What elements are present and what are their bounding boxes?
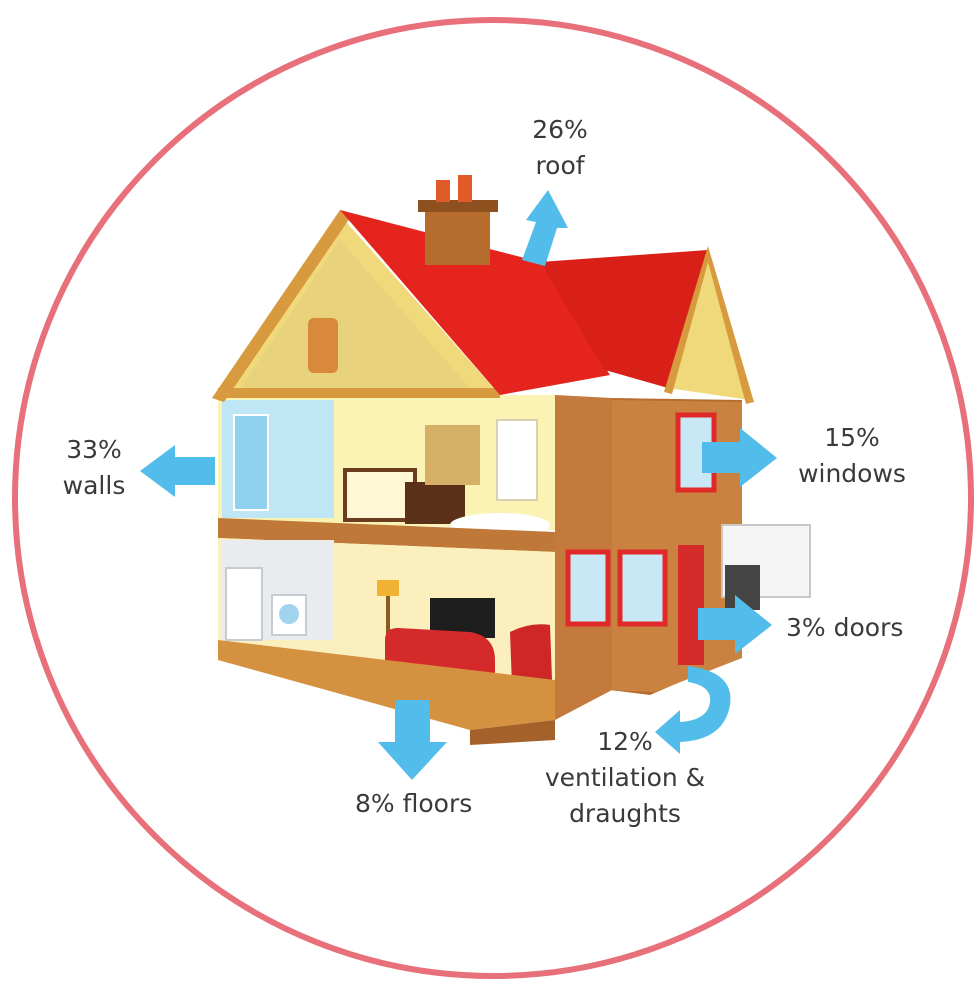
label-roof: 26% roof bbox=[520, 112, 600, 184]
label-ventilation-line2: draughts bbox=[569, 799, 681, 828]
label-windows-pct: 15% bbox=[824, 423, 880, 452]
label-ventilation-line1: ventilation & bbox=[544, 763, 706, 792]
label-walls: 33% walls bbox=[44, 432, 144, 504]
foundation bbox=[470, 720, 555, 745]
armchair bbox=[510, 624, 552, 686]
floor-trim bbox=[218, 388, 500, 398]
chimney-pot-left bbox=[436, 180, 450, 202]
label-roof-name: roof bbox=[535, 151, 585, 180]
label-floors: 8% floors bbox=[355, 786, 472, 822]
arrow-ventilation bbox=[655, 666, 731, 754]
roof-right bbox=[540, 250, 708, 388]
attic-cutaway bbox=[240, 240, 470, 388]
ring bbox=[12, 17, 974, 979]
fridge bbox=[225, 567, 263, 641]
bay-gable-trim bbox=[664, 246, 754, 404]
label-walls-name: walls bbox=[62, 471, 126, 500]
label-doors: 3% doors bbox=[786, 610, 903, 646]
label-roof-pct: 26% bbox=[532, 115, 588, 144]
label-ventilation: 12% ventilation & draughts bbox=[520, 724, 730, 832]
chimney-pot-right bbox=[458, 175, 472, 202]
arrow-doors bbox=[698, 595, 772, 654]
shower bbox=[233, 414, 269, 511]
roof-main bbox=[340, 210, 610, 395]
bedroom-door bbox=[496, 419, 538, 501]
label-windows: 15% windows bbox=[782, 420, 922, 492]
window-lower-left bbox=[565, 549, 611, 627]
arrow-walls bbox=[140, 445, 215, 497]
arrow-floors bbox=[378, 700, 447, 780]
floor-slab bbox=[218, 518, 555, 552]
front-door bbox=[678, 545, 704, 665]
window-lower-right bbox=[617, 549, 668, 627]
chimney bbox=[425, 205, 490, 265]
label-ventilation-pct: 12% bbox=[597, 727, 653, 756]
washer-drum bbox=[279, 604, 299, 624]
bed bbox=[343, 468, 417, 522]
water-tank bbox=[308, 318, 338, 373]
label-walls-pct: 33% bbox=[66, 435, 122, 464]
chimney-cap bbox=[418, 200, 498, 212]
label-doors-text: 3% doors bbox=[786, 613, 904, 642]
ground-floor bbox=[218, 640, 555, 730]
label-windows-name: windows bbox=[798, 459, 906, 488]
lamp bbox=[377, 580, 399, 596]
label-floors-text: 8% floors bbox=[355, 789, 473, 818]
arrow-roof bbox=[522, 190, 568, 266]
lamp-stand bbox=[386, 596, 390, 636]
arrow-windows bbox=[702, 428, 777, 487]
eave bbox=[212, 210, 352, 402]
wardrobe bbox=[425, 425, 480, 485]
bed-frame bbox=[405, 482, 465, 524]
bay-gable bbox=[668, 250, 750, 400]
